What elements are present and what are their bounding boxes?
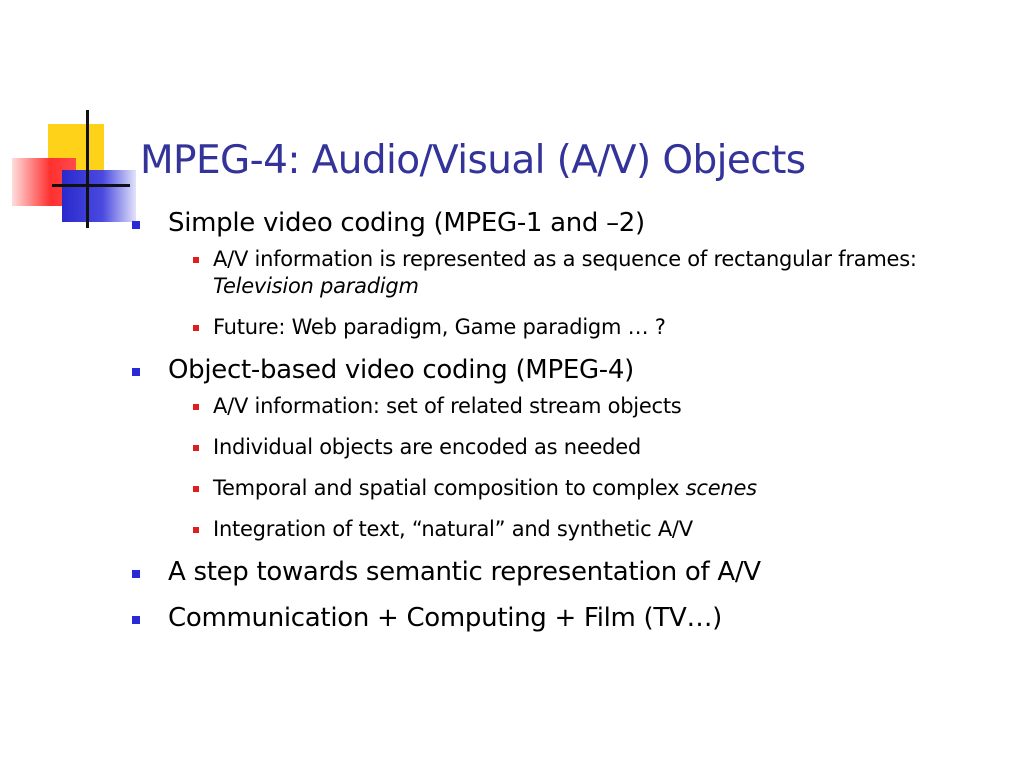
sub-bullet-item: A/V information: set of related stream o… [168, 393, 990, 420]
vertical-line [86, 110, 89, 228]
bullet-text: Simple video coding (MPEG-1 and –2) [168, 208, 645, 238]
bullet-item: Simple video coding (MPEG-1 and –2) A/V … [130, 206, 990, 341]
bullet-list: Simple video coding (MPEG-1 and –2) A/V … [130, 206, 990, 635]
square-bullet-icon [193, 404, 199, 410]
slide-title: MPEG-4: Audio/Visual (A/V) Objects [140, 138, 806, 183]
sub-bullet-item: Integration of text, “natural” and synth… [168, 516, 990, 543]
sub-bullet-item: Temporal and spatial composition to comp… [168, 475, 990, 502]
sub-bullet-list: A/V information: set of related stream o… [168, 393, 990, 543]
sub-bullet-item: Individual objects are encoded as needed [168, 434, 990, 461]
decorative-squares-logo [0, 0, 150, 240]
square-bullet-icon [132, 570, 140, 578]
sub-bullet-text: A/V information: set of related stream o… [213, 394, 682, 418]
square-bullet-icon [132, 221, 140, 229]
blue-square [62, 170, 136, 222]
bullet-text: Object-based video coding (MPEG-4) [168, 355, 634, 385]
sub-bullet-emphasis: Television paradigm [213, 274, 419, 298]
sub-bullet-text: Individual objects are encoded as needed [213, 435, 642, 459]
sub-bullet-text: A/V information is represented as a sequ… [213, 247, 917, 271]
square-bullet-icon [193, 257, 199, 263]
bullet-item: A step towards semantic representation o… [130, 555, 990, 589]
square-bullet-icon [132, 368, 140, 376]
square-bullet-icon [193, 527, 199, 533]
bullet-text: Communication + Computing + Film (TV…) [168, 603, 722, 633]
sub-bullet-text: Future: Web paradigm, Game paradigm … ? [213, 315, 666, 339]
horizontal-line [52, 184, 130, 187]
sub-bullet-emphasis: scenes [685, 476, 757, 500]
sub-bullet-text: Temporal and spatial composition to comp… [213, 476, 686, 500]
sub-bullet-text: Integration of text, “natural” and synth… [213, 517, 693, 541]
sub-bullet-item: A/V information is represented as a sequ… [168, 246, 990, 300]
bullet-item: Object-based video coding (MPEG-4) A/V i… [130, 353, 990, 543]
square-bullet-icon [193, 445, 199, 451]
square-bullet-icon [193, 486, 199, 492]
bullet-text: A step towards semantic representation o… [168, 557, 761, 587]
square-bullet-icon [132, 616, 140, 624]
square-bullet-icon [193, 325, 199, 331]
sub-bullet-list: A/V information is represented as a sequ… [168, 246, 990, 341]
sub-bullet-item: Future: Web paradigm, Game paradigm … ? [168, 314, 990, 341]
bullet-item: Communication + Computing + Film (TV…) [130, 601, 990, 635]
